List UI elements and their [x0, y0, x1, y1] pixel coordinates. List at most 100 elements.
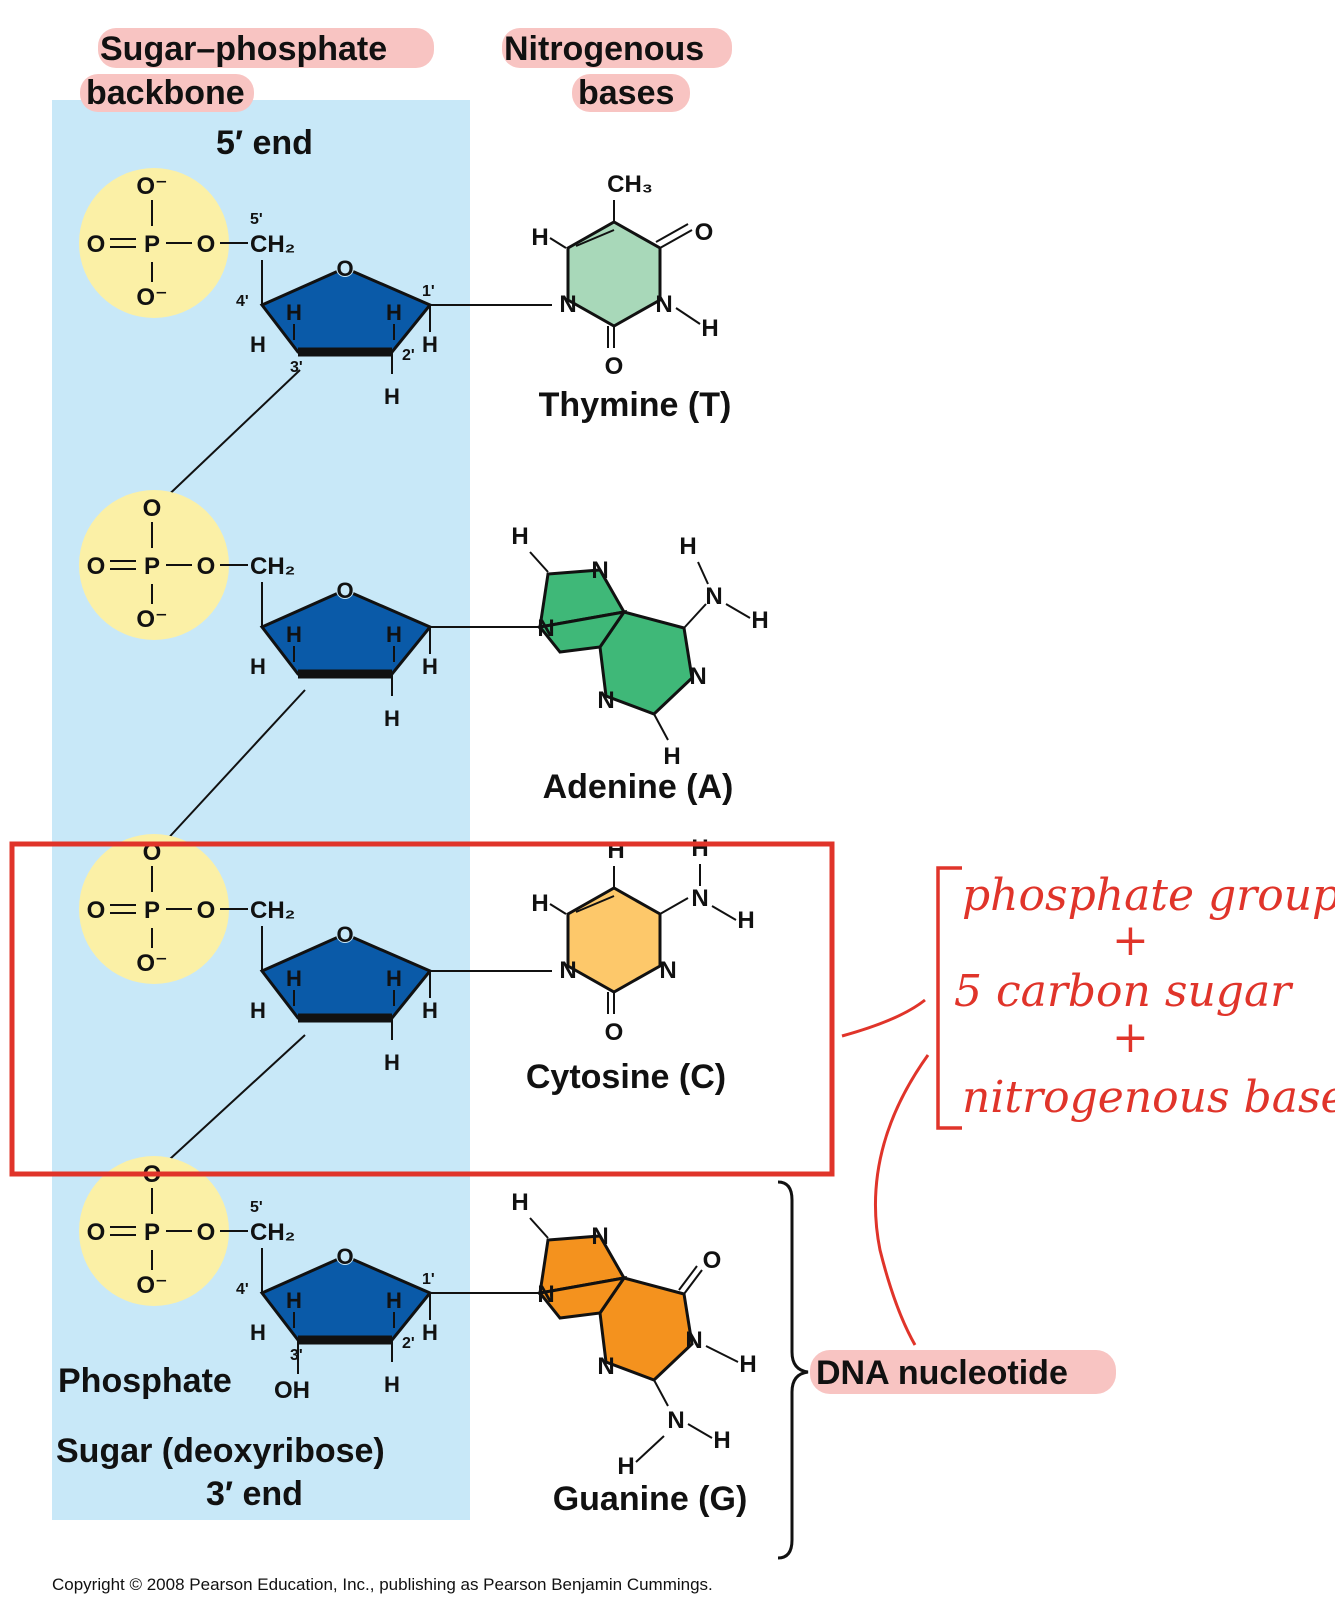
ring-oxygen-bg — [336, 259, 354, 277]
backbone-title: backbone — [86, 74, 245, 112]
hydrogen-atom: H — [511, 1189, 528, 1216]
base-name-label: Guanine (G) — [553, 1480, 748, 1518]
hydrogen-atom: H — [701, 315, 718, 342]
chemical-bond — [653, 713, 669, 741]
hydrogen-atom: H — [751, 607, 768, 634]
hydrogen-atom: H — [531, 224, 548, 251]
nitrogen-atom: N — [537, 615, 554, 642]
nitrogen-atom: N — [705, 583, 722, 610]
ester-oxygen: O — [197, 231, 216, 258]
hydrogen-atom: H — [286, 1288, 302, 1313]
oxygen-atom: O — [703, 1247, 722, 1274]
hydrogen-atom: H — [386, 1288, 402, 1313]
ch2-group: CH₂ — [250, 553, 295, 580]
hydrogen-atom: H — [422, 1320, 438, 1345]
phosphate-oxygen: O — [87, 1219, 106, 1246]
hydrogen-atom: H — [663, 743, 680, 770]
ch2-group: CH₂ — [250, 1219, 295, 1246]
chemical-bond — [549, 237, 567, 249]
chemical-bond — [678, 1265, 698, 1291]
nitrogen-atom: N — [691, 885, 708, 912]
oxygen-atom: O — [695, 219, 714, 246]
phosphorus-atom: P — [144, 553, 160, 580]
phosphodiester-bond — [161, 689, 306, 846]
hydrogen-atom: H — [250, 1320, 266, 1345]
handwritten-note: + — [1112, 1012, 1149, 1063]
nitrogen-atom: N — [597, 1353, 614, 1380]
phosphate-oxygen: O⁻ — [136, 1272, 167, 1299]
phosphate-circle — [79, 490, 229, 640]
chemical-bond — [529, 1217, 549, 1239]
chemical-bond — [683, 603, 707, 629]
carbon-number: 1' — [422, 1271, 435, 1288]
hydrogen-atom: H — [250, 332, 266, 357]
nitrogen-atom: N — [655, 291, 672, 318]
chemical-bond — [635, 1435, 665, 1463]
annotation-stroke — [841, 998, 926, 1038]
bases-title: bases — [578, 74, 674, 112]
ring-fusion — [537, 1275, 628, 1320]
ester-oxygen: O — [197, 897, 216, 924]
chemical-bond — [683, 1269, 703, 1295]
chemical-bond — [725, 603, 751, 619]
phosphate-oxygen: O — [143, 495, 162, 522]
hydroxyl-group: OH — [274, 1377, 310, 1404]
hydrogen-atom: H — [617, 1453, 634, 1480]
ring-oxygen: O — [336, 922, 353, 947]
hydrogen-atom: H — [531, 890, 548, 917]
nitrogen-atom: N — [659, 957, 676, 984]
ring-oxygen: O — [336, 1244, 353, 1269]
dna-nucleotide-highlight — [810, 1350, 1116, 1394]
carbon-number: 5' — [250, 211, 263, 228]
ester-oxygen: O — [197, 553, 216, 580]
carbon-number: 4' — [236, 293, 249, 310]
hydrogen-atom: H — [250, 998, 266, 1023]
nitrogen-atom: N — [537, 1281, 554, 1308]
backbone-title: Sugar–phosphate — [100, 30, 387, 68]
handwritten-note: nitrogenous base — [962, 1072, 1335, 1123]
ch2-group: CH₂ — [250, 231, 295, 258]
phosphodiester-bond — [157, 369, 301, 506]
nucleotide-highlight-box — [9, 841, 835, 1177]
base-name-label: Adenine (A) — [543, 768, 734, 806]
hydrogen-atom: H — [607, 837, 624, 864]
chemical-bond — [653, 1379, 669, 1407]
hydrogen-atom: H — [386, 300, 402, 325]
hydrogen-atom: H — [511, 523, 528, 550]
bases-title: Nitrogenous — [504, 30, 704, 68]
chemical-bond — [711, 905, 737, 921]
five-prime-end-label: 5′ end — [216, 124, 313, 162]
oxygen-atom: O — [605, 1019, 624, 1046]
nitrogen-atom: N — [559, 291, 576, 318]
phosphate-oxygen: O — [87, 897, 106, 924]
nitrogen-atom: N — [591, 1223, 608, 1250]
carbon-number: 4' — [236, 1281, 249, 1298]
hydrogen-atom: H — [691, 835, 708, 862]
phosphodiester-bond — [157, 1034, 306, 1171]
hydrogen-atom: H — [679, 533, 696, 560]
phosphate-oxygen: O⁻ — [136, 950, 167, 977]
phosphate-oxygen: O⁻ — [136, 173, 167, 200]
bases-title-highlight — [572, 74, 690, 112]
nitrogen-atom: N — [597, 687, 614, 714]
nucleotide-brace — [777, 1180, 809, 1560]
hydrogen-atom: H — [386, 966, 402, 991]
hydrogen-atom: H — [286, 300, 302, 325]
chemical-bond — [659, 897, 689, 915]
chemical-bond — [697, 561, 709, 585]
hydrogen-atom: H — [422, 998, 438, 1023]
dna-nucleotide-label: DNA nucleotide — [816, 1354, 1068, 1392]
ring-oxygen-bg — [336, 1247, 354, 1265]
chemical-bond — [675, 307, 701, 325]
backbone-title-highlight — [80, 74, 254, 112]
phosphate-oxygen: O — [87, 231, 106, 258]
hydrogen-atom: H — [713, 1427, 730, 1454]
hydrogen-atom: H — [250, 654, 266, 679]
hydrogen-atom: H — [286, 966, 302, 991]
handwritten-note: 5 carbon sugar — [954, 966, 1294, 1017]
handwritten-note: + — [1112, 915, 1149, 966]
